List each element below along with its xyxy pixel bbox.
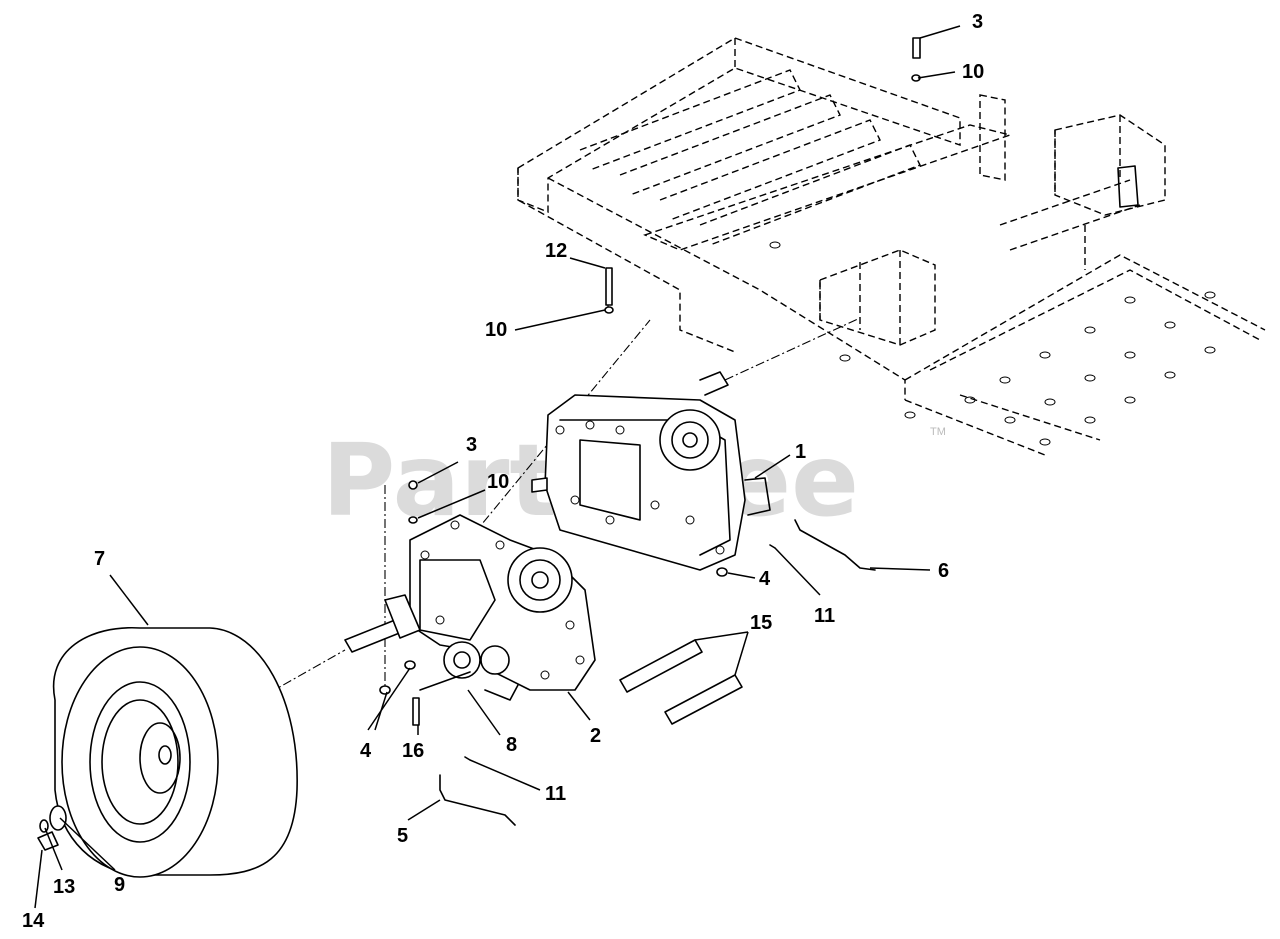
callout-2: 2 xyxy=(590,725,601,747)
callout-8: 8 xyxy=(506,734,517,756)
callout-1: 1 xyxy=(795,441,806,463)
callout-10-left: 10 xyxy=(485,319,507,341)
callout-5: 5 xyxy=(397,825,408,847)
callout-3-mid: 3 xyxy=(466,434,477,456)
callout-9: 9 xyxy=(114,874,125,896)
callout-11-right: 11 xyxy=(814,605,835,627)
callout-10-top: 10 xyxy=(962,61,984,83)
callout-13: 13 xyxy=(53,876,75,898)
callout-15: 15 xyxy=(750,612,772,634)
callout-4-right: 4 xyxy=(759,568,771,590)
rear-tire xyxy=(52,627,298,878)
callout-6: 6 xyxy=(938,560,949,582)
leader-lines xyxy=(34,25,961,909)
callout-11-bottom: 11 xyxy=(545,783,566,805)
callout-14: 14 xyxy=(22,910,45,932)
callout-10-mid: 10 xyxy=(487,471,509,493)
callout-4-left: 4 xyxy=(360,740,372,762)
callout-16: 16 xyxy=(402,740,424,762)
right-transaxle xyxy=(531,371,771,571)
callout-12: 12 xyxy=(545,240,567,262)
mower-frame xyxy=(517,37,1266,456)
callout-7: 7 xyxy=(94,548,105,570)
watermark-trademark: TM xyxy=(930,426,946,438)
callout-3-top: 3 xyxy=(972,11,983,33)
callouts: 1 2 3 3 4 4 5 6 7 8 9 10 10 10 11 11 12 … xyxy=(22,11,984,932)
left-transaxle xyxy=(344,514,596,701)
